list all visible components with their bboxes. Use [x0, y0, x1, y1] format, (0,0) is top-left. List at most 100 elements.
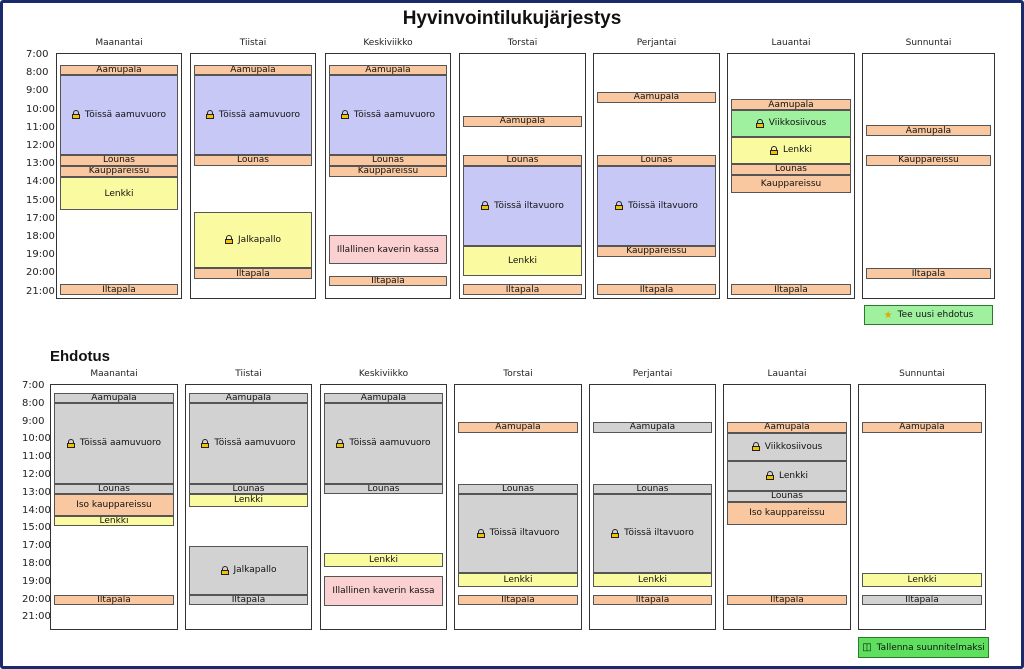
event-kauppareissu[interactable]: Kauppareissu — [597, 245, 716, 257]
event-iltapala[interactable]: Iltapala — [866, 268, 991, 280]
event-iltapala[interactable]: Iltapala — [862, 594, 982, 606]
event-iltapala[interactable]: Iltapala — [189, 594, 308, 606]
event-lenkki[interactable]: Lenkki — [324, 552, 443, 568]
time-label: 8:00 — [26, 67, 49, 79]
event-toissa-iltavuoro[interactable]: Töissä iltavuoro — [458, 494, 578, 573]
event-lenkki[interactable]: Lenkki — [458, 572, 578, 587]
event-jalkapallo[interactable]: Jalkapallo — [189, 545, 308, 595]
event-iltapala[interactable]: Iltapala — [60, 284, 178, 296]
event-toissa-aamuvuoro[interactable]: Töissä aamuvuoro — [60, 74, 178, 155]
event-lenkki[interactable]: Lenkki — [862, 572, 982, 587]
event-toissa-iltavuoro[interactable]: Töissä iltavuoro — [463, 165, 582, 246]
event-label: Aamupala — [905, 125, 952, 136]
lock-icon — [765, 471, 774, 481]
event-jalkapallo[interactable]: Jalkapallo — [194, 211, 312, 269]
event-viikkosiivous[interactable]: Viikkosiivous — [727, 432, 847, 461]
event-iltapala[interactable]: Iltapala — [458, 594, 578, 606]
event-lounas[interactable]: Lounas — [324, 483, 443, 495]
event-lenkki[interactable]: Lenkki — [463, 245, 582, 276]
event-lounas[interactable]: Lounas — [597, 154, 716, 166]
event-lenkki[interactable]: Lenkki — [189, 494, 308, 507]
event-aamupala[interactable]: Aamupala — [463, 115, 582, 127]
event-illallinen-kaverin-kassa[interactable]: Illallinen kaverin kassa — [324, 576, 443, 607]
event-aamupala[interactable]: Aamupala — [727, 422, 847, 433]
event-lounas[interactable]: Lounas — [731, 163, 851, 175]
event-toissa-aamuvuoro[interactable]: Töissä aamuvuoro — [324, 403, 443, 484]
event-lounas[interactable]: Lounas — [593, 483, 712, 495]
time-label: 10:00 — [22, 433, 51, 445]
event-aamupala[interactable]: Aamupala — [866, 125, 991, 136]
event-label: Iso kauppareissu — [76, 499, 152, 510]
event-label: Jalkapallo — [233, 565, 277, 576]
event-label: Iso kauppareissu — [749, 508, 825, 519]
event-aamupala[interactable]: Aamupala — [597, 91, 716, 103]
event-lenkki[interactable]: Lenkki — [54, 515, 174, 527]
event-iltapala[interactable]: Iltapala — [194, 268, 312, 280]
event-label: Aamupala — [629, 422, 676, 433]
event-aamupala[interactable]: Aamupala — [194, 64, 312, 75]
event-iltapala[interactable]: Iltapala — [463, 284, 582, 296]
event-label: Iltapala — [102, 284, 136, 295]
event-toissa-iltavuoro[interactable]: Töissä iltavuoro — [593, 494, 712, 573]
event-aamupala[interactable]: Aamupala — [731, 99, 851, 111]
event-label: Lenkki — [99, 515, 129, 526]
event-aamupala[interactable]: Aamupala — [324, 392, 443, 404]
save-plan-button[interactable]: ◫ Tallenna suunnitelmaksi — [858, 637, 989, 658]
event-toissa-iltavuoro[interactable]: Töissä iltavuoro — [597, 165, 716, 246]
event-aamupala[interactable]: Aamupala — [593, 422, 712, 433]
event-aamupala[interactable]: Aamupala — [60, 64, 178, 75]
event-lounas[interactable]: Lounas — [463, 154, 582, 166]
event-viikkosiivous[interactable]: Viikkosiivous — [731, 110, 851, 137]
event-label: Viikkosiivous — [764, 441, 823, 452]
time-label: 8:00 — [22, 397, 45, 409]
event-lenkki[interactable]: Lenkki — [731, 136, 851, 164]
event-iltapala[interactable]: Iltapala — [597, 284, 716, 296]
event-iltapala[interactable]: Iltapala — [593, 594, 712, 606]
event-lounas[interactable]: Lounas — [727, 491, 847, 502]
event-label: Töissä iltavuoro — [624, 528, 694, 539]
event-aamupala[interactable]: Aamupala — [54, 392, 174, 404]
time-label: 17:00 — [26, 212, 55, 224]
event-iltapala[interactable]: Iltapala — [329, 275, 447, 287]
event-lounas[interactable]: Lounas — [329, 154, 447, 166]
lock-icon — [336, 438, 345, 448]
event-illallinen-kaverin-kassa[interactable]: Illallinen kaverin kassa — [329, 235, 447, 265]
day-header-perjantai: Perjantai — [632, 369, 673, 379]
event-iso-kauppareissu[interactable]: Iso kauppareissu — [54, 494, 174, 516]
event-iltapala[interactable]: Iltapala — [54, 594, 174, 606]
new-proposal-button[interactable]: ★ Tee uusi ehdotus — [864, 305, 993, 325]
event-lenkki[interactable]: Lenkki — [60, 176, 178, 211]
event-lounas[interactable]: Lounas — [189, 483, 308, 495]
event-label: Lenkki — [104, 188, 134, 199]
event-label: Töissä aamuvuoro — [84, 109, 167, 120]
event-lounas[interactable]: Lounas — [458, 483, 578, 495]
event-kauppareissu[interactable]: Kauppareissu — [329, 165, 447, 177]
lock-icon — [615, 201, 624, 211]
event-iltapala[interactable]: Iltapala — [727, 594, 847, 606]
event-label: Kauppareissu — [626, 246, 687, 257]
event-lounas[interactable]: Lounas — [194, 154, 312, 166]
event-aamupala[interactable]: Aamupala — [329, 64, 447, 75]
event-label: Iltapala — [231, 594, 266, 605]
time-label: 9:00 — [26, 85, 49, 97]
event-kauppareissu[interactable]: Kauppareissu — [866, 154, 991, 166]
event-lenkki[interactable]: Lenkki — [727, 460, 847, 491]
event-label: Lounas — [367, 483, 400, 494]
event-kauppareissu[interactable]: Kauppareissu — [60, 165, 178, 177]
event-iltapala[interactable]: Iltapala — [731, 284, 851, 296]
time-label: 12:00 — [22, 469, 51, 480]
event-lounas[interactable]: Lounas — [60, 154, 178, 166]
event-aamupala[interactable]: Aamupala — [189, 392, 308, 404]
time-label: 13:00 — [22, 486, 51, 498]
event-iso-kauppareissu[interactable]: Iso kauppareissu — [727, 501, 847, 525]
event-label: Iltapala — [905, 594, 939, 605]
event-aamupala[interactable]: Aamupala — [458, 422, 578, 433]
event-toissa-aamuvuoro[interactable]: Töissä aamuvuoro — [189, 403, 308, 484]
event-lounas[interactable]: Lounas — [54, 483, 174, 495]
event-toissa-aamuvuoro[interactable]: Töissä aamuvuoro — [54, 403, 174, 484]
event-kauppareissu[interactable]: Kauppareissu — [731, 174, 851, 193]
event-aamupala[interactable]: Aamupala — [862, 422, 982, 433]
event-toissa-aamuvuoro[interactable]: Töissä aamuvuoro — [329, 74, 447, 155]
event-toissa-aamuvuoro[interactable]: Töissä aamuvuoro — [194, 74, 312, 155]
event-lenkki[interactable]: Lenkki — [593, 572, 712, 587]
